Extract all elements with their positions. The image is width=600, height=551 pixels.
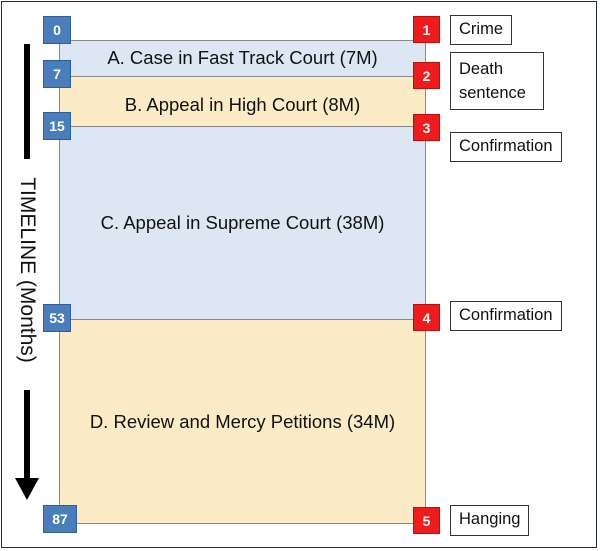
event-marker-2: 2 — [413, 62, 440, 89]
event-marker-5: 5 — [413, 507, 440, 534]
event-marker-3: 3 — [413, 114, 440, 141]
phase-a-label: A. Case in Fast Track Court (7M) — [107, 46, 378, 68]
month-marker-7: 7 — [43, 60, 71, 88]
event-label-confirmation-2: Confirmation — [450, 301, 562, 331]
event-label-death-sentence: Death sentence — [450, 52, 544, 110]
phase-c-band: C. Appeal in Supreme Court (38M) — [59, 126, 426, 319]
phase-d-label: D. Review and Mercy Petitions (34M) — [89, 410, 396, 432]
timeline-bar-bottom — [24, 390, 30, 480]
event-marker-4: 4 — [413, 304, 440, 331]
month-marker-0: 0 — [43, 16, 71, 44]
timeline-arrow-down-icon — [15, 478, 39, 500]
event-marker-1: 1 — [413, 16, 440, 43]
phase-c-label: C. Appeal in Supreme Court (38M) — [100, 212, 385, 233]
phase-d-band: D. Review and Mercy Petitions (34M) — [59, 319, 426, 524]
event-label-death-line1: Death — [459, 60, 504, 78]
phase-b-label: B. Appeal in High Court (8M) — [124, 93, 361, 115]
phase-a-band: A. Case in Fast Track Court (7M) — [59, 40, 426, 76]
timeline-axis-title: TIMELINE (Months) — [16, 177, 39, 363]
phase-b-band: B. Appeal in High Court (8M) — [59, 76, 426, 126]
month-marker-87: 87 — [43, 505, 77, 533]
month-marker-53: 53 — [43, 304, 71, 332]
event-label-hanging: Hanging — [450, 505, 530, 536]
month-marker-15: 15 — [43, 112, 71, 140]
event-label-confirmation-1: Confirmation — [450, 132, 562, 162]
event-label-crime: Crime — [450, 15, 512, 45]
timeline-bar-top — [24, 44, 30, 159]
event-label-death-line2: sentence — [459, 84, 526, 102]
